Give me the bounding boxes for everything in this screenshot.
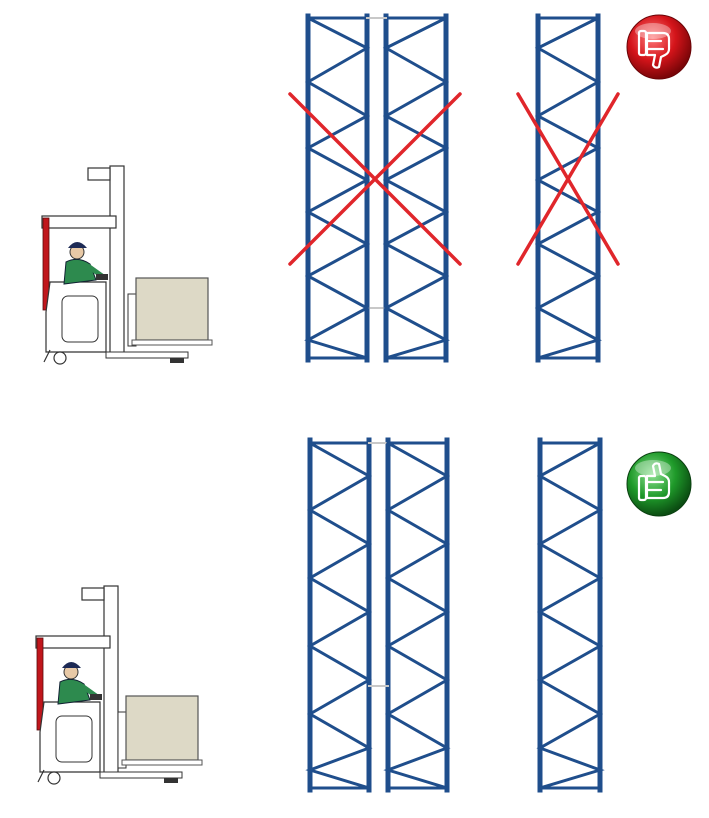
double-rack-top (304, 13, 450, 363)
operator (63, 242, 108, 285)
thumbs-down-icon (626, 14, 692, 80)
scenario-incorrect (41, 13, 692, 365)
red-x-mark (516, 92, 620, 266)
single-rack-bottom (536, 437, 605, 793)
operator (57, 662, 102, 705)
reach-truck-top (41, 165, 213, 365)
pallet-box (135, 277, 209, 341)
reach-truck-bottom (35, 585, 203, 785)
reach-truck-illustration (35, 585, 183, 785)
reach-truck-illustration (41, 165, 189, 365)
thumbs-up-icon (626, 451, 692, 517)
scenario-correct (35, 437, 692, 793)
red-x-mark (288, 92, 462, 266)
single-rack-top (534, 13, 602, 363)
pallet-box (125, 695, 199, 761)
double-rack-bottom (305, 437, 451, 793)
